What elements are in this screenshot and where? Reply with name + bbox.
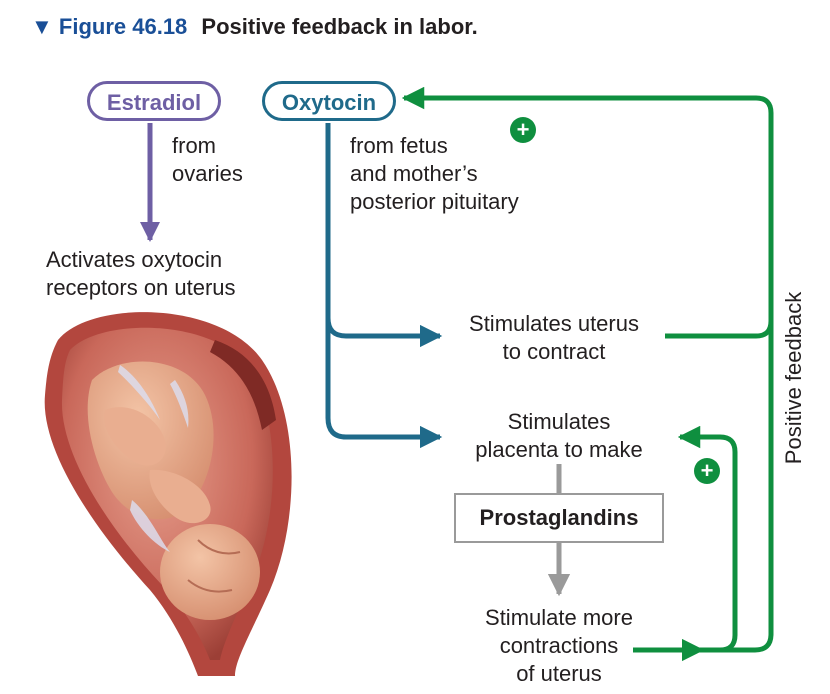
oxytocin-to-placenta-arrow	[325, 300, 443, 449]
figure-marker: ▼	[31, 14, 53, 39]
positive-feedback-label: Positive feedback	[781, 291, 806, 465]
oxytocin-node: Oxytocin	[262, 81, 396, 121]
prostaglandins-box: Prostaglandins	[454, 493, 664, 543]
plus-icon: +	[694, 458, 720, 484]
stimulates-uterus-label: Stimulates uterus to contract	[469, 311, 639, 364]
from-ovaries-label: from ovaries	[172, 133, 243, 186]
fetus-in-uterus-illustration	[44, 312, 292, 676]
uterus-feedback-join	[665, 320, 774, 339]
from-fetus-label: from fetus and mother’s posterior pituit…	[350, 133, 519, 214]
figure-caption: Positive feedback in labor.	[201, 14, 478, 39]
figure-number: Figure 46.18	[58, 14, 188, 39]
figure-title: ▼ Figure 46.18 Positive feedback in labo…	[31, 14, 478, 40]
plus-icon: +	[510, 117, 536, 143]
activates-receptors-label: Activates oxytocin receptors on uterus	[46, 247, 236, 300]
estradiol-node: Estradiol	[87, 81, 221, 121]
stimulates-placenta-label: Stimulates placenta to make	[475, 409, 643, 462]
feedback-to-oxytocin-arrow	[401, 86, 774, 653]
stimulate-more-label: Stimulate more contractions of uterus	[485, 605, 633, 686]
feedback-to-placenta-arrow	[677, 425, 738, 653]
